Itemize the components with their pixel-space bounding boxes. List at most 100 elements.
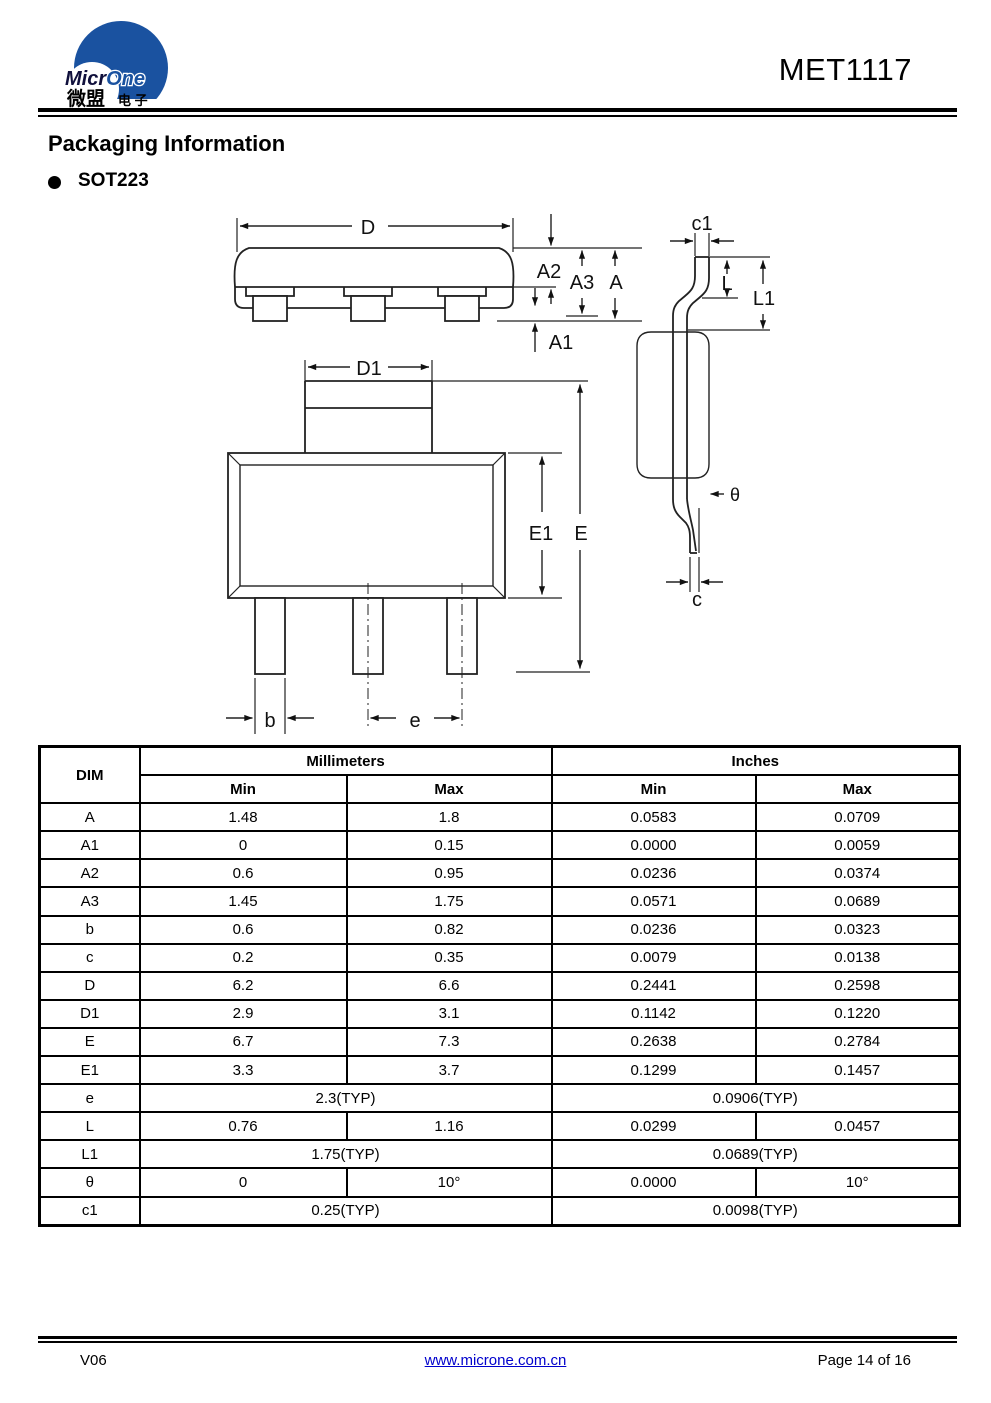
table-cell: D1 [38, 998, 141, 1029]
table-cell: 0.0236 [550, 858, 757, 889]
table-cell: A3 [38, 886, 141, 917]
table-cell: 6.6 [345, 970, 553, 1001]
dim-label-l: L [721, 273, 732, 295]
table-cell: 0 [138, 830, 348, 861]
table-cell: 0.0323 [754, 914, 961, 945]
col-header-dim: DIM [38, 745, 141, 805]
table-cell: e [38, 1083, 141, 1114]
dim-label-a3: A3 [570, 272, 594, 294]
table-cell: 0.15 [345, 830, 553, 861]
table-cell: 0.0457 [754, 1111, 961, 1142]
table-cell: 0.35 [345, 942, 553, 973]
table-cell: 0.25(TYP) [138, 1195, 553, 1227]
table-cell: 0.95 [345, 858, 553, 889]
dim-label-e-pitch: e [409, 710, 420, 732]
col-header-in-max: Max [754, 774, 961, 805]
logo-brand-cn: 微盟 [66, 87, 105, 110]
table-cell: 0.0583 [550, 802, 757, 833]
table-cell: 0 [138, 1167, 348, 1198]
dim-label-e-big: E [574, 523, 587, 545]
table-cell: θ [38, 1167, 141, 1198]
table-cell: 2.3(TYP) [138, 1083, 553, 1114]
dim-label-theta: θ [730, 485, 740, 505]
table-cell: 10° [345, 1167, 553, 1198]
package-outline-drawing: D A2 A3 A A1 D1 [226, 213, 775, 734]
top-view-drawing: D1 E1 E b e [226, 358, 590, 734]
table-cell: 1.48 [138, 802, 348, 833]
table-cell: 0.0236 [550, 914, 757, 945]
table-cell: L1 [38, 1139, 141, 1170]
footer-page-number: Page 14 of 16 [817, 1352, 911, 1369]
dim-label-a: A [609, 272, 623, 294]
table-cell: c [38, 942, 141, 973]
bullet-icon [48, 176, 61, 189]
col-group-inches: Inches [550, 745, 961, 777]
table-cell: 0.2638 [550, 1026, 757, 1058]
table-cell: 0.0709 [754, 802, 961, 833]
table-cell: 0.6 [138, 914, 348, 945]
page-title: Packaging Information [48, 131, 286, 156]
logo-brand-text: MicrOne [65, 68, 145, 90]
dim-label-d: D [361, 217, 375, 239]
table-cell: 0.2784 [754, 1026, 961, 1058]
table-cell: E [38, 1026, 141, 1058]
col-header-mm-min: Min [138, 774, 348, 805]
dim-label-d1: D1 [356, 358, 382, 380]
dim-label-c: c [692, 589, 702, 611]
dim-label-l1: L1 [753, 288, 775, 310]
table-subheader-row: Min Max Min Max [40, 774, 961, 805]
table-cell: 1.75 [345, 886, 553, 917]
table-cell: 0.0689(TYP) [550, 1139, 961, 1170]
table-cell: 1.75(TYP) [138, 1139, 553, 1170]
side-view-drawing: c1 θ L L1 c [636, 213, 775, 611]
dim-label-a2: A2 [537, 261, 561, 283]
table-cell: 0.0079 [550, 942, 757, 973]
front-view-drawing: D A2 A3 A A1 [233, 214, 642, 354]
table-cell: 0.1142 [550, 998, 757, 1029]
table-cell: 3.7 [345, 1055, 553, 1086]
table-cell: 2.9 [138, 998, 348, 1029]
table-cell: 0.0059 [754, 830, 961, 861]
table-cell: 3.3 [138, 1055, 348, 1086]
table-cell: 0.2441 [550, 970, 757, 1001]
table-cell: 6.7 [138, 1026, 348, 1058]
table-cell: 0.2 [138, 942, 348, 973]
table-cell: D [38, 970, 141, 1001]
table-cell: 0.1457 [754, 1055, 961, 1086]
table-cell: A [38, 802, 141, 833]
table-cell: 1.45 [138, 886, 348, 917]
footer-version: V06 [80, 1352, 107, 1369]
table-cell: 0.6 [138, 858, 348, 889]
table-cell: c1 [38, 1195, 141, 1227]
table-header-row: DIM Millimeters Inches [38, 745, 961, 805]
table-cell: 0.0374 [754, 858, 961, 889]
table-cell: 0.0138 [754, 942, 961, 973]
table-cell: A1 [38, 830, 141, 861]
package-name: SOT223 [78, 170, 149, 191]
col-header-in-min: Min [550, 774, 757, 805]
col-group-millimeters: Millimeters [138, 745, 553, 777]
table-cell: 0.76 [138, 1111, 348, 1142]
table-cell: 10° [754, 1167, 961, 1198]
table-cell: 7.3 [345, 1026, 553, 1058]
table-cell: 0.0299 [550, 1111, 757, 1142]
table-cell: 0.0571 [550, 886, 757, 917]
table-cell: 0.0098(TYP) [550, 1195, 961, 1227]
dim-label-b: b [264, 710, 275, 732]
table-cell: L [38, 1111, 141, 1142]
col-header-mm-max: Max [345, 774, 553, 805]
table-cell: 0.1220 [754, 998, 961, 1029]
logo-brand-cn-sub: 电 子 [118, 93, 148, 108]
website-link[interactable]: www.microne.com.cn [424, 1352, 567, 1369]
